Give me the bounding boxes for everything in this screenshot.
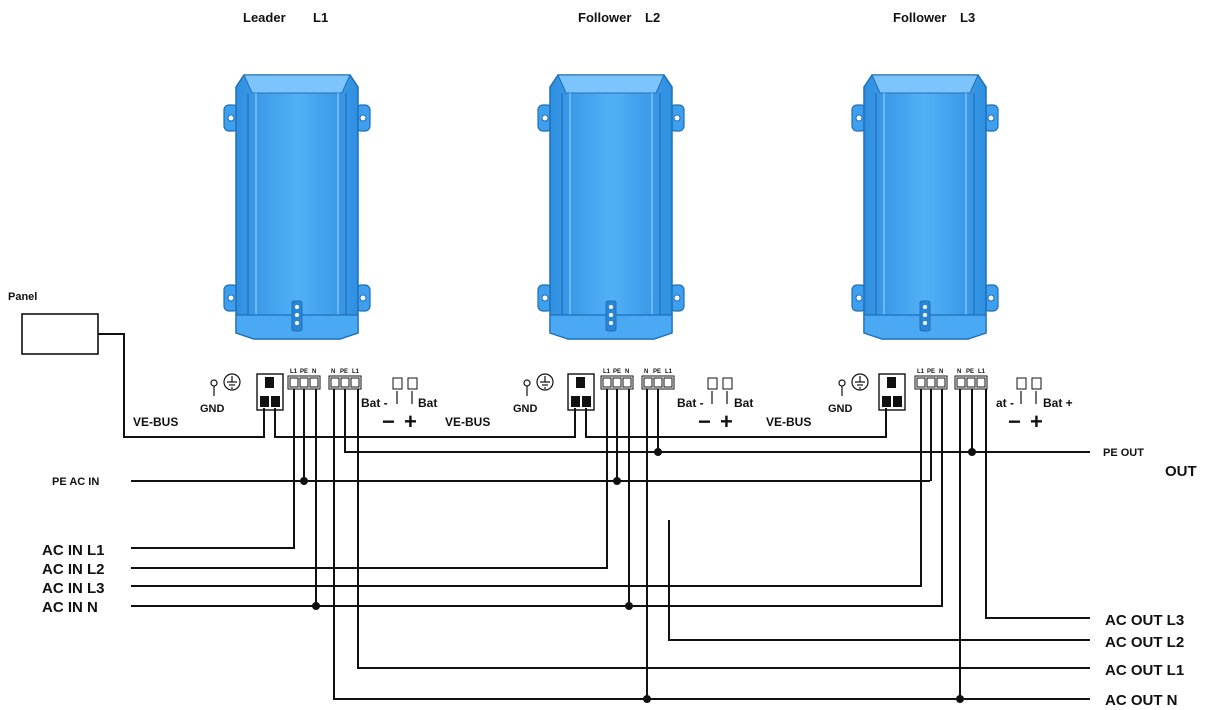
ac-out-n-wire xyxy=(333,389,1090,700)
unit-3-role: Follower xyxy=(893,10,946,25)
out-label: OUT xyxy=(1165,463,1197,480)
unit-1-ac-in-pe: PE xyxy=(300,369,308,375)
ac-in-n-wire xyxy=(131,389,943,607)
unit-3-bat-pos: Bat + xyxy=(1043,396,1073,410)
ac-out-l2-label: AC OUT L2 xyxy=(1105,634,1184,651)
unit-3-terminals: GND L1 PE N N PE L1 at - Bat + − + xyxy=(828,369,1073,434)
pe-out-label: PE OUT xyxy=(1103,447,1144,459)
unit-2-ac-out-l1: L1 xyxy=(665,369,673,375)
unit-3-ac-in-l1: L1 xyxy=(917,369,925,375)
unit-1-plus: + xyxy=(404,409,417,434)
unit-1-phase: L1 xyxy=(313,10,328,25)
unit-2-bat-neg: Bat - xyxy=(677,396,704,410)
vebus-cable-panel xyxy=(98,333,265,438)
inverter-body xyxy=(863,74,987,340)
inverter-1-housing xyxy=(223,74,371,340)
unit-1-ac-in-n: N xyxy=(312,369,316,375)
unit-3-ac-out-n: N xyxy=(957,369,961,375)
ac-in-l2-wire xyxy=(131,389,608,569)
unit-2-ac-out-n: N xyxy=(644,369,648,375)
unit-3-ac-in-n: N xyxy=(939,369,943,375)
inverter-2-housing xyxy=(537,74,685,340)
unit-3-minus: − xyxy=(1008,409,1021,434)
ac-in-l3-wire xyxy=(131,389,922,587)
ac-out-n-label: AC OUT N xyxy=(1105,692,1178,709)
unit-3-gnd: GND xyxy=(828,403,853,415)
unit-3-plus: + xyxy=(1030,409,1043,434)
vebus-label-1: VE-BUS xyxy=(133,415,178,429)
unit-2-role: Follower xyxy=(578,10,631,25)
unit-3-ac-in-pe: PE xyxy=(927,369,935,375)
vebus-cable-2-3 xyxy=(585,408,887,438)
vebus-label-2: VE-BUS xyxy=(445,415,490,429)
unit-1-ac-out-pe: PE xyxy=(340,369,348,375)
unit-2-terminals: GND L1 PE N N PE L1 Bat - Bat − + xyxy=(513,369,753,434)
ac-out-l1-label: AC OUT L1 xyxy=(1105,662,1184,679)
ac-in-l1-wire xyxy=(131,389,295,549)
ac-out-l1-wire xyxy=(357,389,1090,669)
pe-out-bus: PE OUT OUT xyxy=(344,389,1197,480)
ac-in-l1-label: AC IN L1 xyxy=(42,542,105,559)
vebus-label-3: VE-BUS xyxy=(766,415,811,429)
unit-1-bat-neg: Bat - xyxy=(361,396,388,410)
unit-1-ac-out-n: N xyxy=(331,369,335,375)
unit-2-ac-in-n: N xyxy=(625,369,629,375)
ac-out-wiring: AC OUT L3 AC OUT L2 AC OUT L1 AC OUT N xyxy=(333,389,1184,709)
unit-2-phase: L2 xyxy=(645,10,660,25)
unit-2-ac-in-pe: PE xyxy=(613,369,621,375)
unit-2-bat-pos: Bat xyxy=(734,396,753,410)
ac-in-n-label: AC IN N xyxy=(42,599,98,616)
unit-3-ac-out-pe: PE xyxy=(966,369,974,375)
unit-1-gnd: GND xyxy=(200,403,225,415)
unit-2-ac-out-pe: PE xyxy=(653,369,661,375)
ac-in-l2-label: AC IN L2 xyxy=(42,561,105,578)
panel-box xyxy=(21,313,99,355)
unit-1-minus: − xyxy=(382,409,395,434)
unit-1-ac-out-l1: L1 xyxy=(352,369,360,375)
unit-3-ac-out-l1: L1 xyxy=(978,369,986,375)
ac-out-l3-label: AC OUT L3 xyxy=(1105,612,1184,629)
pe-ac-in-label: PE AC IN xyxy=(52,476,99,488)
unit-2-gnd: GND xyxy=(513,403,538,415)
unit-1-bat-pos: Bat xyxy=(418,396,437,410)
inverter-body xyxy=(549,74,673,340)
inverter-3-housing xyxy=(851,74,999,340)
unit-2-plus: + xyxy=(720,409,733,434)
vebus-wiring: VE-BUS VE-BUS VE-BUS xyxy=(98,333,887,438)
ac-in-wiring: AC IN L1 AC IN L2 AC IN L3 AC IN N xyxy=(42,389,943,616)
ac-out-l2-wire xyxy=(668,520,1090,641)
ground-icon xyxy=(851,373,869,391)
unit-3-bat-neg: at - xyxy=(996,396,1014,410)
ground-icon xyxy=(223,373,241,391)
ground-icon xyxy=(536,373,554,391)
unit-1-ac-in-l1: L1 xyxy=(290,369,298,375)
ac-in-l3-label: AC IN L3 xyxy=(42,580,105,597)
unit-2-ac-in-l1: L1 xyxy=(603,369,611,375)
unit-3-phase: L3 xyxy=(960,10,975,25)
panel-label: Panel xyxy=(8,291,37,303)
inverter-body xyxy=(235,74,359,340)
unit-1-terminals: GND L1 PE N N PE L1 Bat - Bat − + xyxy=(200,369,437,434)
vebus-cable-1-2 xyxy=(274,408,576,438)
unit-1-role: Leader xyxy=(243,10,286,25)
ac-out-l3-wire xyxy=(985,389,1090,619)
unit-2-minus: − xyxy=(698,409,711,434)
pe-ac-in-bus: PE AC IN xyxy=(52,389,932,488)
